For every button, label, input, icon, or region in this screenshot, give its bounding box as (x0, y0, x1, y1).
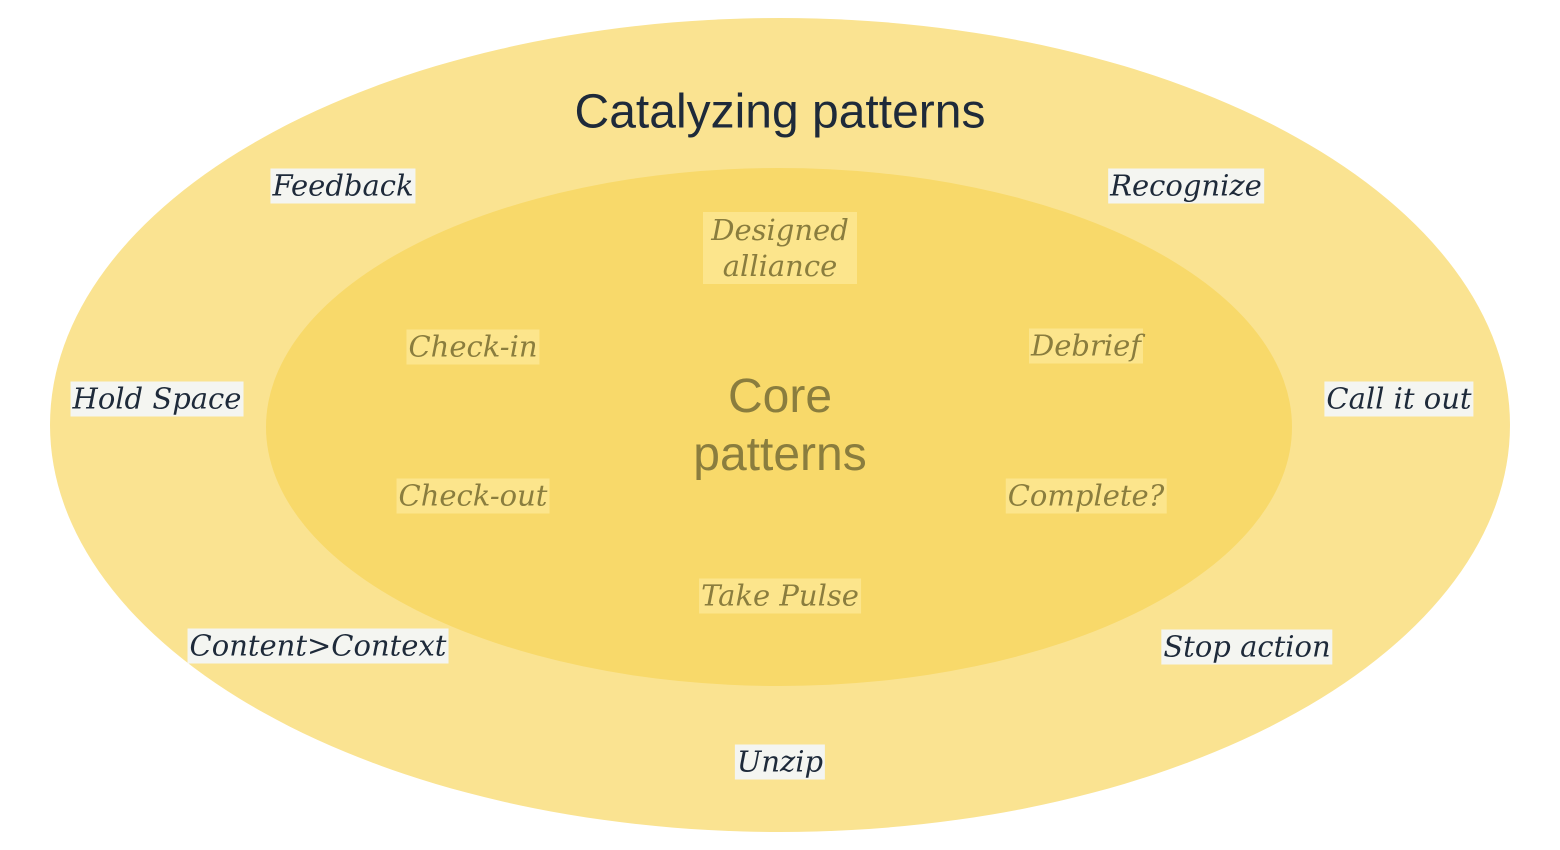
core-patterns-title: Core patterns (693, 368, 866, 484)
inner-item-take-pulse: Take Pulse (699, 578, 861, 614)
core-patterns-title-line2: patterns (693, 428, 867, 481)
outer-item-content-context: Content>Context (187, 628, 449, 664)
core-patterns-title-line1: Core (727, 370, 833, 423)
catalyzing-patterns-title: Catalyzing patterns (574, 85, 986, 139)
inner-item-check-out: Check-out (396, 478, 550, 514)
inner-item-check-in: Check-in (406, 329, 540, 365)
outer-item-unzip: Unzip (734, 744, 826, 780)
inner-item-designed-alliance-line1: Designed (711, 213, 849, 247)
outer-item-recognize: Recognize (1108, 168, 1264, 204)
outer-item-stop-action: Stop action (1161, 629, 1333, 665)
inner-item-designed-alliance: Designed alliance (703, 212, 857, 284)
outer-item-call-it-out: Call it out (1324, 381, 1474, 417)
inner-item-debrief: Debrief (1028, 328, 1144, 364)
inner-item-designed-alliance-line2: alliance (722, 249, 838, 283)
outer-item-hold-space: Hold Space (70, 381, 244, 417)
outer-item-feedback: Feedback (270, 168, 416, 204)
inner-item-complete: Complete? (1005, 478, 1167, 514)
